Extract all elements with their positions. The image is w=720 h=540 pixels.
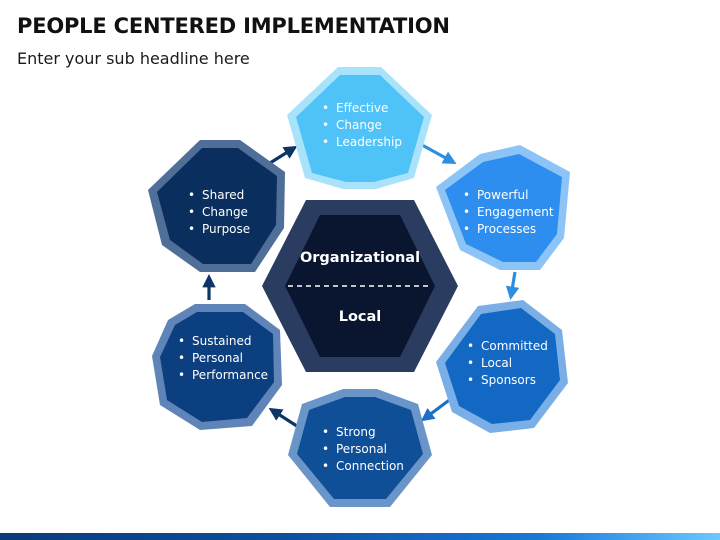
node-fill [445, 154, 562, 262]
arrow-node1-to-node2 [421, 143, 457, 164]
node-bullets: •Effective •Change •Leadership [322, 101, 402, 149]
center-top-label: Organizational [300, 250, 420, 266]
bullet-item: Committed [481, 339, 548, 353]
bullet-item: Local [481, 356, 512, 370]
bullet-item: Performance [192, 368, 268, 382]
node-bullets: •Sustained •Personal •Performance [178, 334, 268, 382]
bullet-item: Processes [477, 222, 536, 236]
node-powerful-engagement-processes: •Powerful •Engagement •Processes [436, 145, 570, 270]
node-fill [296, 75, 424, 182]
slide-title: PEOPLE CENTERED IMPLEMENTATION [17, 14, 450, 38]
node-sustained-personal-performance: •Sustained •Personal •Performance [152, 304, 282, 430]
bullet-item: Sustained [192, 334, 251, 348]
bullet-item: Change [336, 118, 382, 132]
node-bullets: •Powerful •Engagement •Processes [463, 188, 557, 236]
node-fill [297, 397, 423, 499]
node-committed-local-sponsors: •Committed •Local •Sponsors [436, 300, 568, 433]
node-effective-change-leadership: •Effective •Change •Leadership [287, 67, 432, 189]
bullet-item: Strong [336, 425, 376, 439]
node-fill [157, 148, 277, 264]
slide-subtitle: Enter your sub headline here [17, 49, 250, 68]
node-bullets: •Strong •Personal •Connection [322, 425, 404, 473]
footer-gradient-bar [0, 533, 720, 540]
node-fill [160, 312, 274, 422]
bullet-item: Effective [336, 101, 388, 115]
bullet-item: Shared [202, 188, 244, 202]
bullet-item: Change [202, 205, 248, 219]
bullet-item: Sponsors [481, 373, 536, 387]
center-hexagon: Organizational Local [262, 200, 458, 372]
node-shared-change-purpose: •Shared •Change •Purpose [148, 140, 285, 272]
bullet-item: Leadership [336, 135, 402, 149]
node-bullets: •Committed •Local •Sponsors [467, 339, 552, 387]
node-strong-personal-connection: •Strong •Personal •Connection [288, 389, 432, 507]
node-bullets: •Shared •Change •Purpose [188, 188, 252, 236]
bullet-item: Personal [336, 442, 387, 456]
bullet-item: Personal [192, 351, 243, 365]
bullet-item: Connection [336, 459, 404, 473]
center-bottom-label: Local [339, 309, 382, 325]
bullet-item: Engagement [477, 205, 554, 219]
bullet-item: Purpose [202, 222, 250, 236]
bullet-item: Powerful [477, 188, 528, 202]
arrow-node2-to-node3 [505, 271, 520, 300]
arrow-node3-to-node4 [420, 396, 453, 422]
node-fill [445, 308, 560, 424]
